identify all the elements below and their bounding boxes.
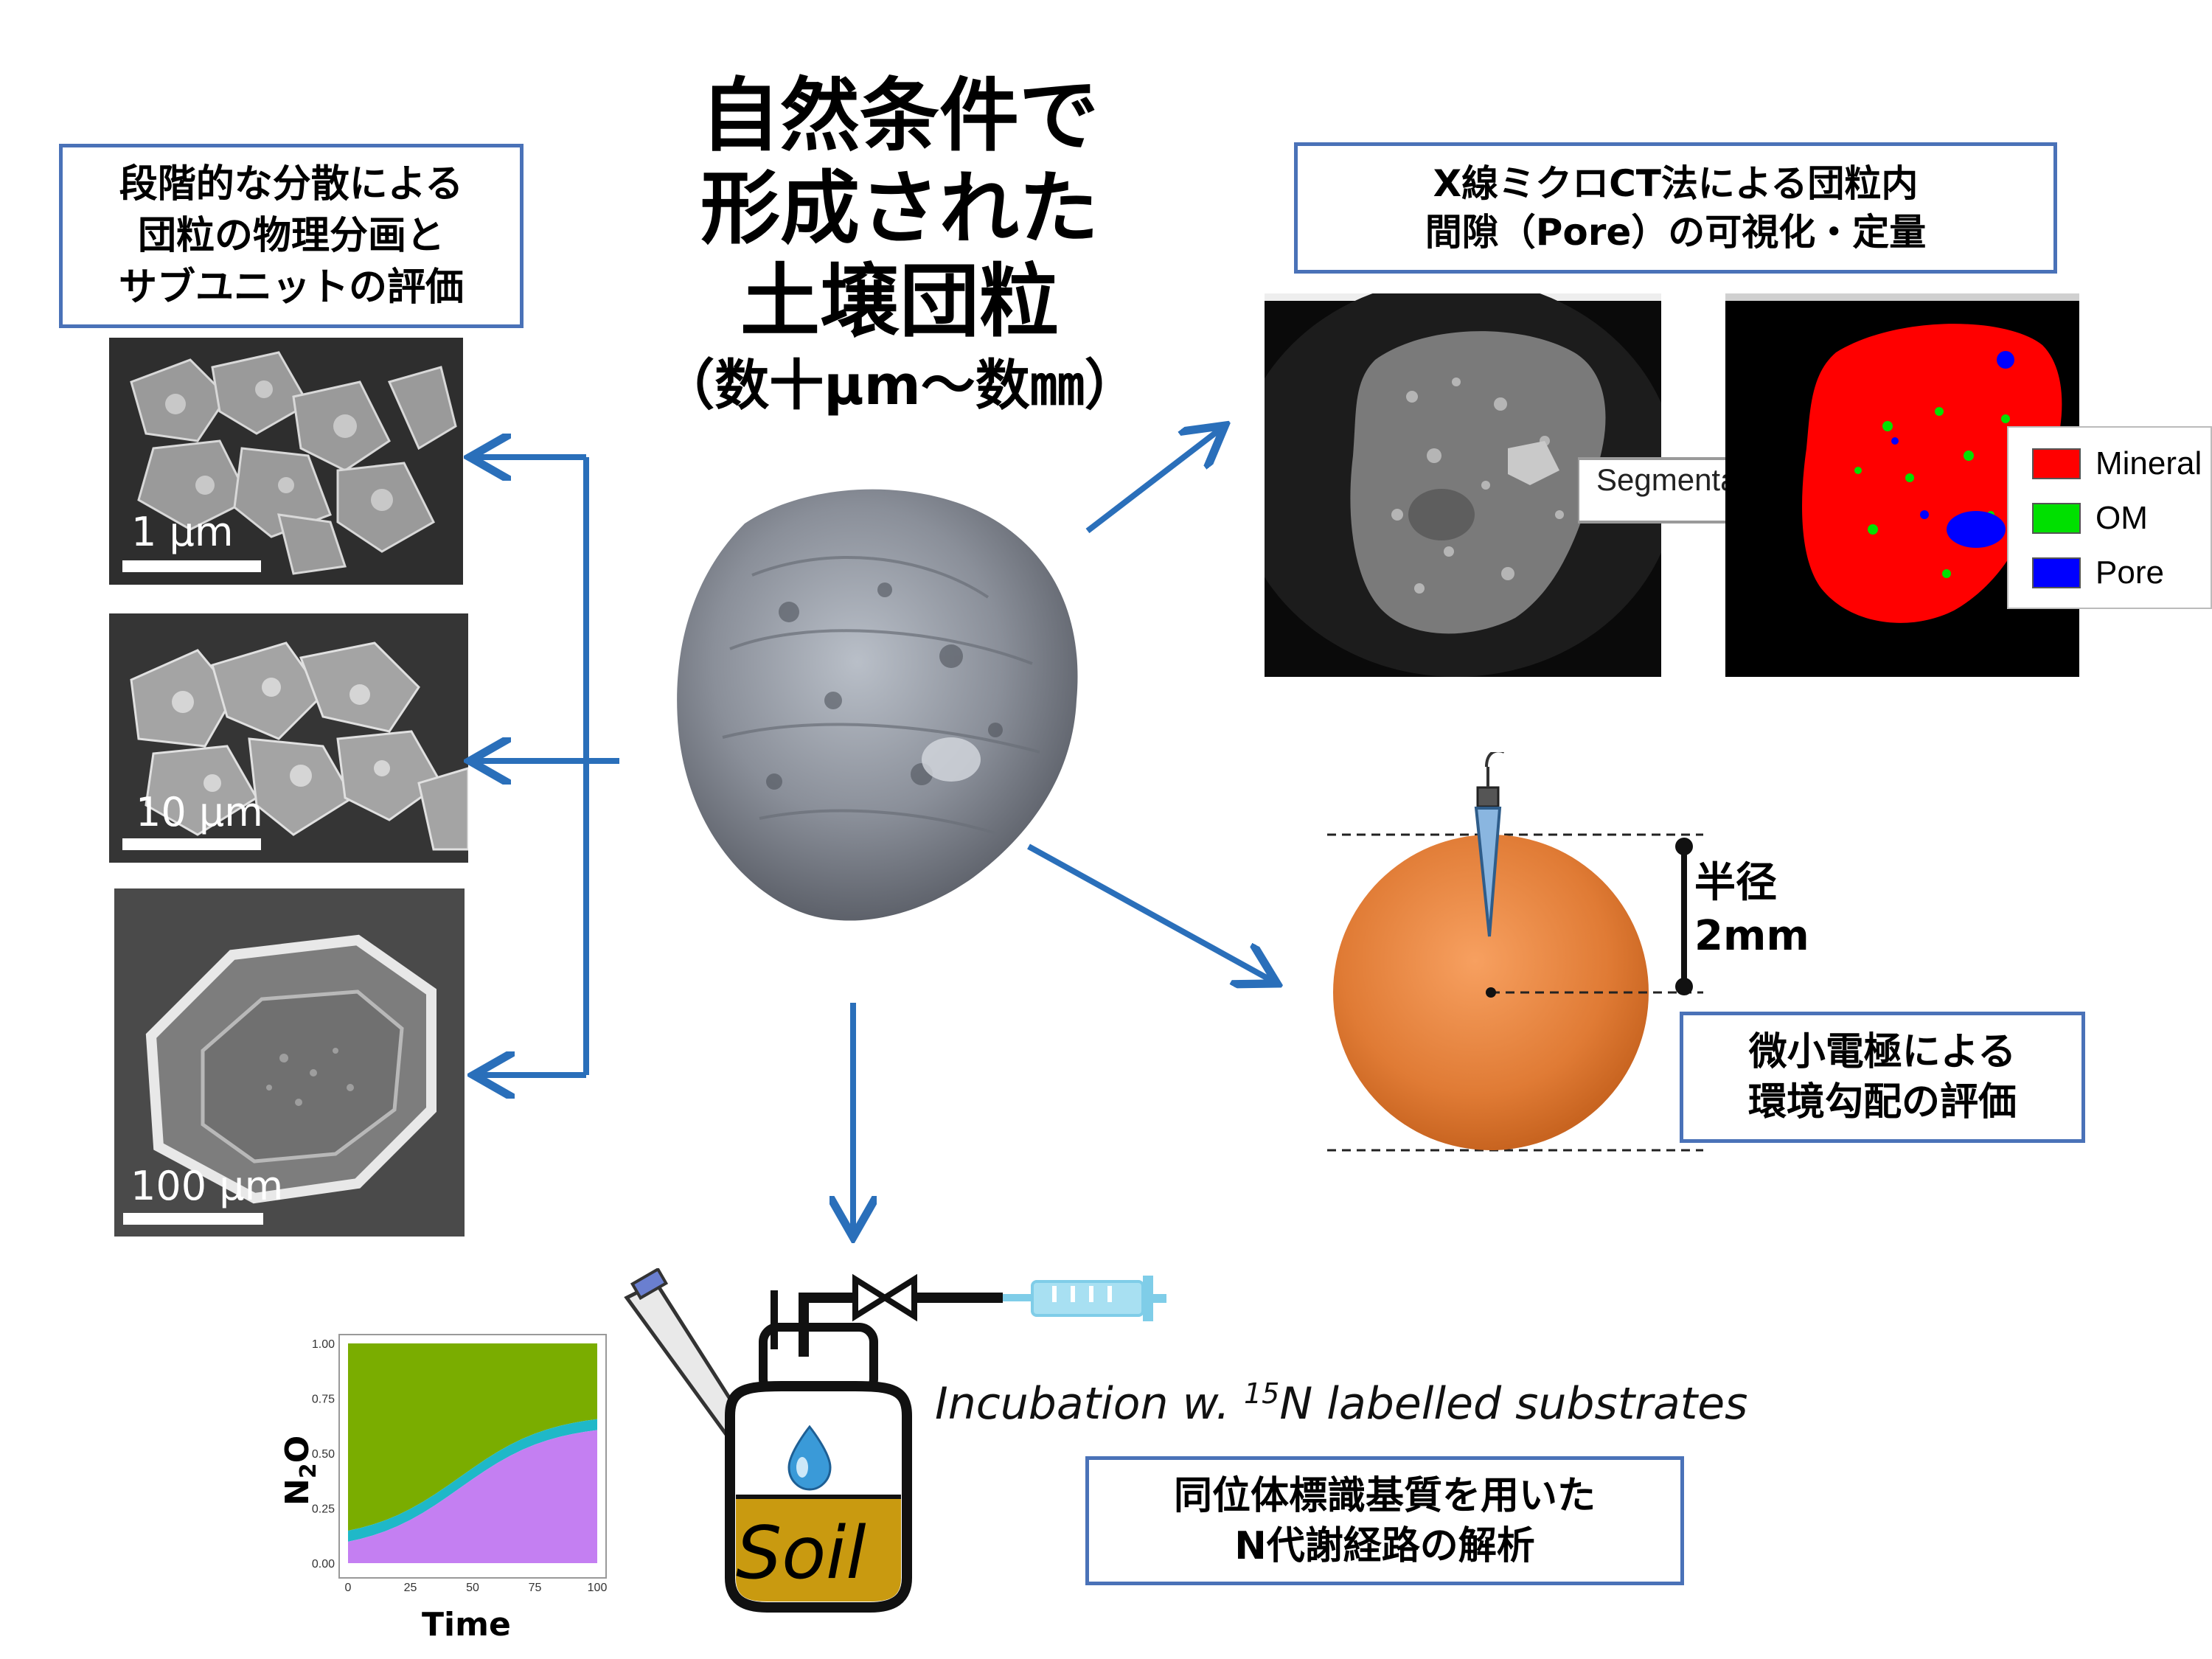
chart-area-cyan xyxy=(348,1419,597,1542)
chart-xlabel: Time xyxy=(422,1606,511,1644)
ylabel-o: O xyxy=(279,1435,316,1464)
y-tick-label: 0.50 xyxy=(312,1448,335,1461)
microelectrode-box: 微小電極による 環境勾配の評価 xyxy=(1680,1012,2085,1143)
center-title: 自然条件で 形成された 土壌団粒 （数十μm～数㎜） xyxy=(649,70,1150,422)
legend-swatch-om xyxy=(2032,503,2081,534)
sem-texture-2 xyxy=(109,613,468,863)
fractionation-line-2: 団粒の物理分画と xyxy=(137,214,445,258)
legend-label-mineral: Mineral xyxy=(2096,445,2202,481)
scale-label-10um: 10 μm xyxy=(136,789,263,835)
jar-icon xyxy=(725,1273,1003,1613)
scale-label-100um: 100 μm xyxy=(131,1163,284,1209)
x-tick-label: 100 xyxy=(588,1582,608,1594)
x-tick-label: 50 xyxy=(466,1582,479,1594)
fractionation-box: 段階的な分散による 団粒の物理分画と サブユニットの評価 xyxy=(59,144,524,328)
micro-ct-line-1: X線ミクロCT法による団粒内 xyxy=(1433,162,1919,205)
title-line-4: （数十μm～数㎜） xyxy=(660,354,1139,417)
radius-label-line-2: 2mm xyxy=(1694,912,1809,960)
y-tick-label: 0.75 xyxy=(312,1394,335,1406)
chart-area-purple xyxy=(348,1430,597,1563)
incubation-prefix: Incubation w. xyxy=(935,1378,1244,1430)
title-line-2: 形成された xyxy=(700,163,1099,255)
scale-bar-10um xyxy=(122,838,261,850)
sem-image-100um: 100 μm xyxy=(114,888,465,1237)
fractionation-line-1: 段階的な分散による xyxy=(119,162,464,206)
microelectrode-diagram xyxy=(1327,752,1703,1152)
legend-item-om: OM xyxy=(2032,500,2148,537)
sem-image-10um: 10 μm xyxy=(109,613,468,863)
scale-bar-100um xyxy=(123,1213,263,1225)
n2o-mini-chart: 0 25 50 75 100 0.00 0.25 0.50 0.75 1.00 xyxy=(312,1334,608,1594)
isotope-line-1: 同位体標識基質を用いた xyxy=(1173,1473,1596,1518)
isotope-line-2: N代謝経路の解析 xyxy=(1234,1523,1535,1568)
x-tick-label: 75 xyxy=(529,1582,542,1594)
radius-label-line-1: 半径 xyxy=(1694,859,1777,907)
soil-aggregate-image xyxy=(677,489,1078,921)
ylabel-n: N xyxy=(279,1478,316,1506)
legend-item-mineral: Mineral xyxy=(2032,445,2202,482)
legend-swatch-mineral xyxy=(2032,448,2081,479)
syringe-icon xyxy=(1003,1276,1166,1321)
x-tick-label: 0 xyxy=(345,1582,352,1594)
fractionation-line-3: サブユニットの評価 xyxy=(118,265,464,310)
incubation-superscript: 15 xyxy=(1243,1377,1280,1410)
incubation-apparatus xyxy=(624,1268,1166,1613)
sem-texture-1 xyxy=(109,338,463,585)
x-tick-label: 25 xyxy=(404,1582,417,1594)
legend-label-om: OM xyxy=(2096,500,2148,536)
ct-legend: Mineral OM Pore xyxy=(2007,426,2212,609)
chart-area-green xyxy=(348,1343,597,1531)
incubation-caption: Incubation w. 15N labelled substrates xyxy=(935,1377,1747,1430)
radius-label: 半径 2mm xyxy=(1694,857,1809,963)
jar-soil-label: Soil xyxy=(736,1512,866,1596)
sem-texture-3 xyxy=(114,888,465,1237)
chart-ylabel: N2O xyxy=(279,1436,321,1506)
legend-swatch-pore xyxy=(2032,557,2081,588)
ct-raw-image xyxy=(1265,293,1661,677)
ylabel-sub: 2 xyxy=(295,1463,321,1479)
microelectrode-line-2: 環境勾配の評価 xyxy=(1747,1080,2017,1124)
micro-ct-box: X線ミクロCT法による団粒内 間隙（Pore）の可視化・定量 xyxy=(1294,142,2057,274)
incubation-suffix: N labelled substrates xyxy=(1279,1378,1748,1430)
micro-ct-line-2: 間隙（Pore）の可視化・定量 xyxy=(1425,211,1927,254)
microelectrode-line-1: 微小電極による xyxy=(1748,1030,2017,1074)
title-line-3: 土壌団粒 xyxy=(740,256,1059,348)
y-tick-label: 0.25 xyxy=(312,1503,335,1516)
scale-label-1um: 1 μm xyxy=(131,509,234,555)
title-line-1: 自然条件で xyxy=(700,70,1099,162)
scale-bar-1um xyxy=(122,560,261,572)
legend-label-pore: Pore xyxy=(2096,554,2164,591)
ct-segmented-image xyxy=(1725,293,2079,677)
y-tick-label: 0.00 xyxy=(312,1558,335,1571)
sem-image-1um: 1 μm xyxy=(109,338,463,585)
isotope-box: 同位体標識基質を用いた N代謝経路の解析 xyxy=(1085,1456,1684,1585)
y-tick-label: 1.00 xyxy=(312,1338,335,1351)
legend-item-pore: Pore xyxy=(2032,554,2164,591)
